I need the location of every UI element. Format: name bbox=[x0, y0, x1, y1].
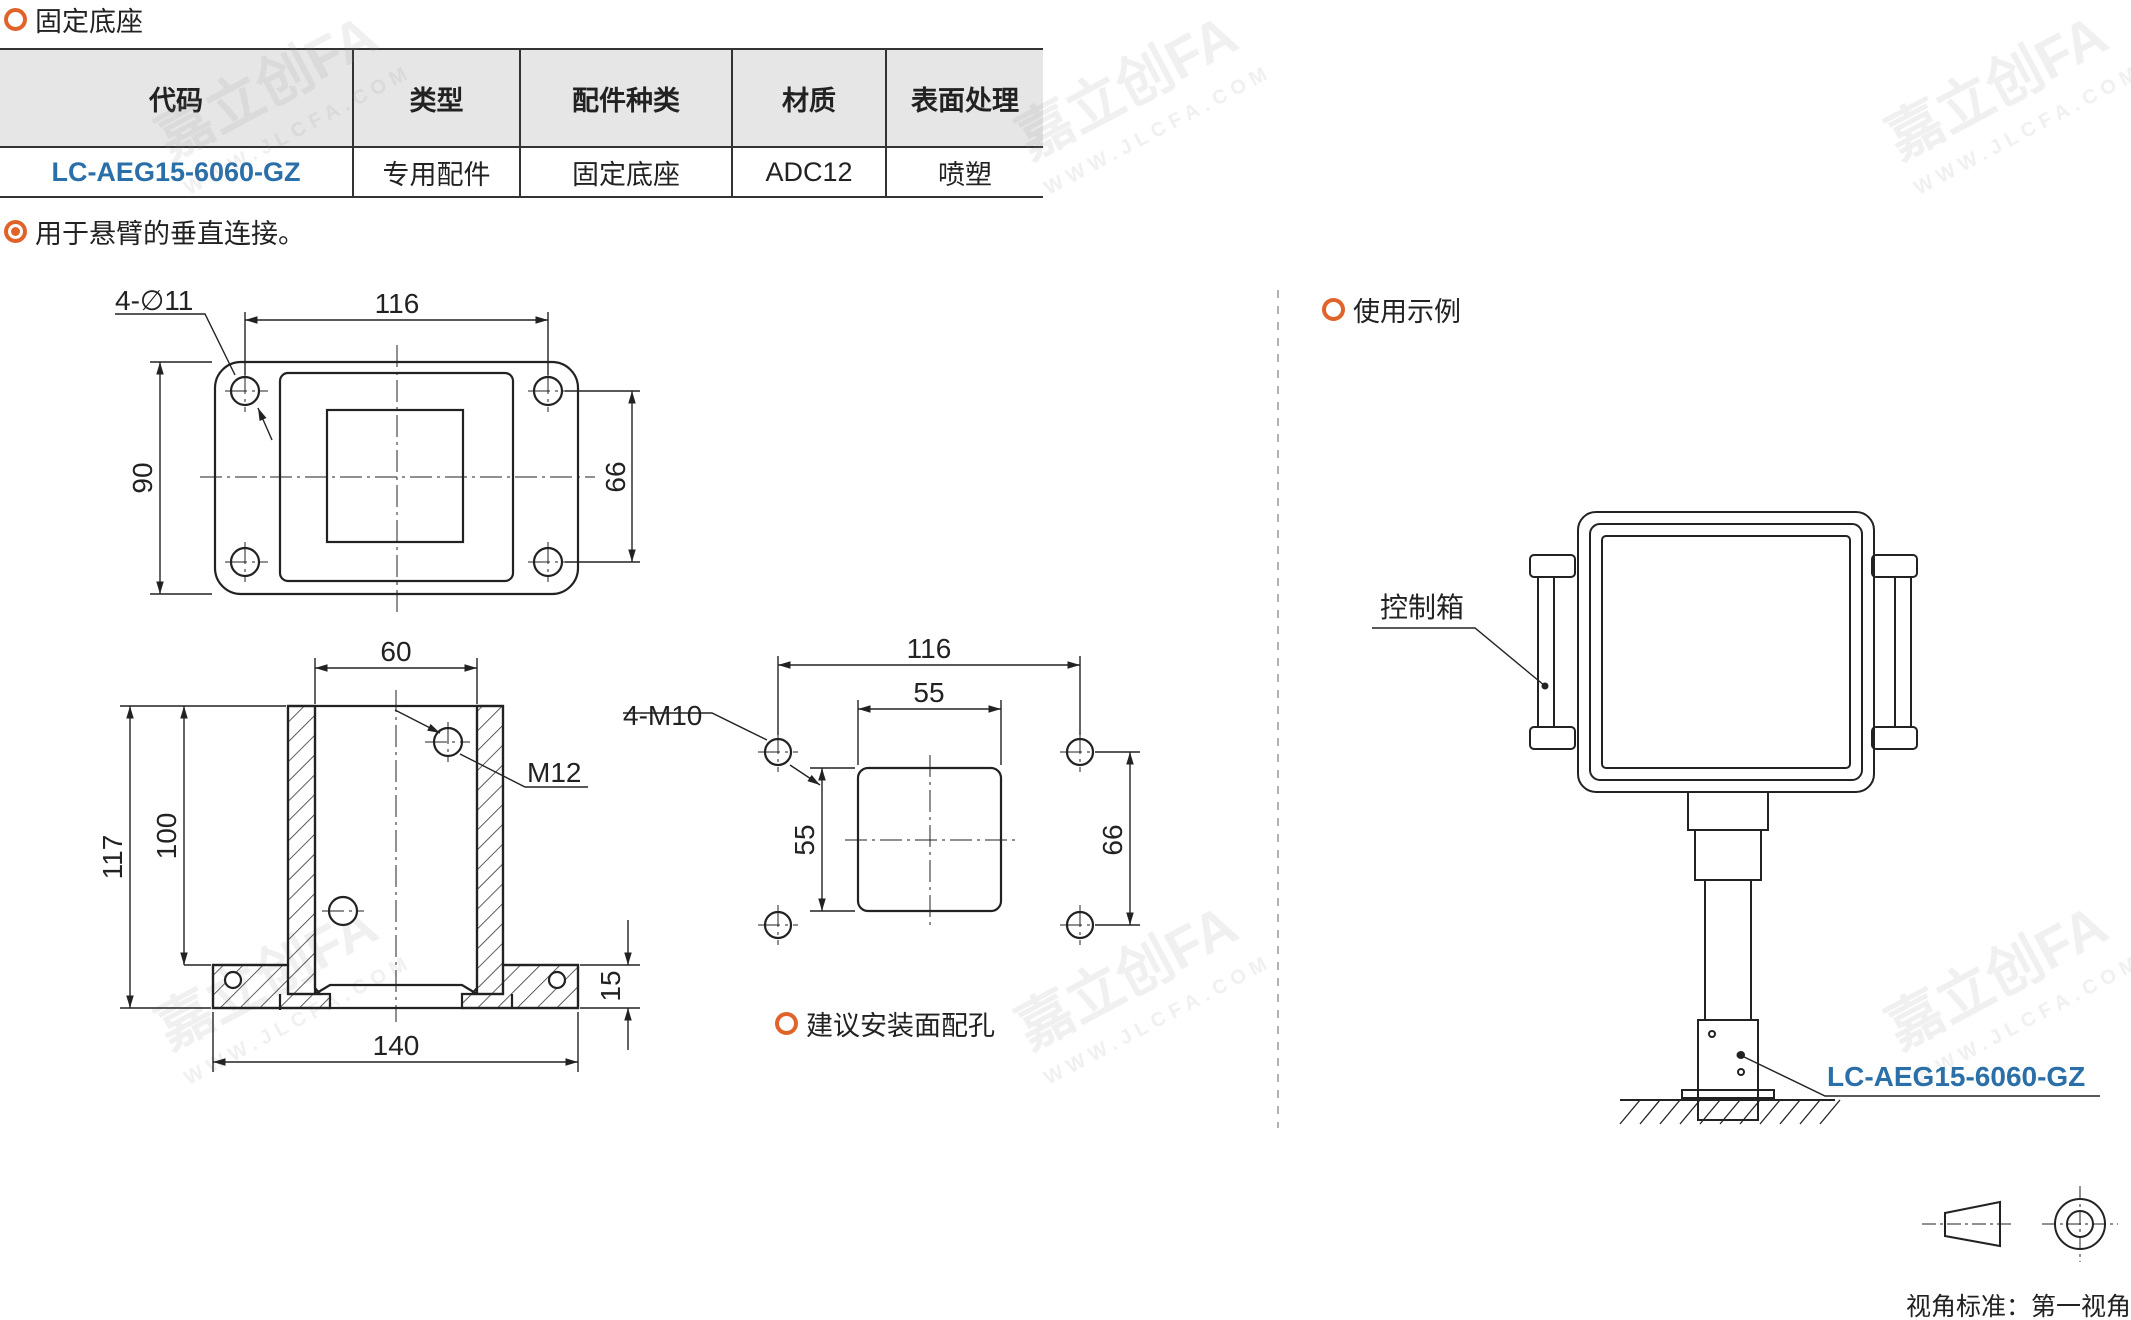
side-tube-height: 100 bbox=[151, 813, 182, 860]
note-text: 用于悬臂的垂直连接。 bbox=[35, 219, 305, 249]
pattern-pitch-dim: 66 bbox=[1097, 824, 1128, 855]
note-bullet-icon bbox=[4, 220, 27, 243]
header-type: 类型 bbox=[353, 48, 521, 148]
side-top-dim: 60 bbox=[380, 636, 411, 667]
usage-bullet-icon bbox=[1322, 298, 1345, 321]
column-base-fixture bbox=[1697, 1019, 1759, 1121]
projection-label: 视角标准：第一视角 bbox=[1906, 1293, 2131, 1320]
pattern-outer-dim: 116 bbox=[907, 633, 952, 664]
side-base-width: 140 bbox=[373, 1030, 420, 1061]
pattern-inner-width: 55 bbox=[913, 677, 944, 708]
usage-illustration bbox=[1372, 511, 2100, 1125]
cell-category: 固定底座 bbox=[520, 147, 733, 198]
control-box-label: 控制箱 bbox=[1380, 592, 1464, 623]
cell-code[interactable]: LC-AEG15-6060-GZ bbox=[0, 147, 354, 198]
watermark-2: 嘉立创FA WWW.JLCFA.COM bbox=[1006, 3, 1276, 200]
caption-bullet-icon bbox=[775, 1012, 798, 1035]
cell-type: 专用配件 bbox=[353, 147, 521, 198]
projection-cone-icon bbox=[1944, 1200, 2001, 1248]
box-handle-bar-left bbox=[1537, 576, 1555, 728]
top-view-square-opening bbox=[325, 408, 465, 544]
section-bullet-icon bbox=[4, 8, 27, 31]
top-width-dim: 116 bbox=[375, 288, 420, 319]
usage-title: 使用示例 bbox=[1353, 297, 1461, 327]
top-height-dim: 90 bbox=[127, 462, 158, 493]
usage-header: 使用示例 bbox=[1322, 290, 1461, 329]
hole-pattern-caption-text: 建议安装面配孔 bbox=[806, 1011, 995, 1041]
note-line: 用于悬臂的垂直连接。 bbox=[4, 212, 305, 251]
usage-part-label[interactable]: LC-AEG15-6060-GZ bbox=[1827, 1061, 2085, 1092]
header-category: 配件种类 bbox=[520, 48, 733, 148]
watermark-3: 嘉立创FA WWW.JLCFA.COM bbox=[1876, 3, 2131, 200]
watermarks: 嘉立创FA WWW.JLCFA.COM 嘉立创FA WWW.JLCFA.COM … bbox=[146, 3, 2131, 1090]
header-code: 代码 bbox=[0, 48, 354, 148]
box-handle-bl bbox=[1529, 726, 1576, 750]
section-header: 固定底座 bbox=[4, 0, 143, 39]
top-holes-label: 4-∅11 bbox=[115, 285, 193, 316]
projection-symbol bbox=[1922, 1186, 2118, 1262]
control-box-outer bbox=[1577, 511, 1875, 793]
pattern-holes-label: 4-M10 bbox=[623, 700, 702, 731]
side-thread-label: M12 bbox=[527, 757, 581, 788]
box-handle-br bbox=[1871, 726, 1918, 750]
top-pitch-dim: 66 bbox=[600, 461, 631, 492]
cell-material: ADC12 bbox=[732, 147, 887, 198]
cell-finish: 喷塑 bbox=[886, 147, 1043, 198]
pattern-inner-height: 55 bbox=[789, 824, 820, 855]
section-title: 固定底座 bbox=[35, 7, 143, 37]
table-row: LC-AEG15-6060-GZ 专用配件 固定底座 ADC12 喷塑 bbox=[0, 147, 1043, 198]
top-view bbox=[115, 312, 640, 612]
side-overall-height: 117 bbox=[97, 835, 128, 880]
spec-table: 代码 类型 配件种类 材质 表面处理 LC-AEG15-6060-GZ 专用配件… bbox=[0, 48, 1043, 198]
side-flange-thickness: 15 bbox=[595, 970, 626, 1001]
box-handle-tl bbox=[1529, 554, 1576, 578]
side-view bbox=[120, 658, 640, 1072]
header-material: 材质 bbox=[732, 48, 887, 148]
watermark-6: 嘉立创FA WWW.JLCFA.COM bbox=[1876, 893, 2131, 1090]
watermark-1: 嘉立创FA WWW.JLCFA.COM bbox=[146, 3, 416, 200]
header-finish: 表面处理 bbox=[886, 48, 1043, 148]
hole-pattern-caption: 建议安装面配孔 bbox=[775, 1004, 995, 1043]
watermark-5: 嘉立创FA WWW.JLCFA.COM bbox=[1006, 893, 1276, 1090]
box-handle-bar-right bbox=[1894, 576, 1912, 728]
box-handle-tr bbox=[1871, 554, 1918, 578]
control-box-panel bbox=[1601, 535, 1851, 769]
table-header-row: 代码 类型 配件种类 材质 表面处理 bbox=[0, 48, 1043, 148]
hole-pattern bbox=[623, 656, 1140, 945]
